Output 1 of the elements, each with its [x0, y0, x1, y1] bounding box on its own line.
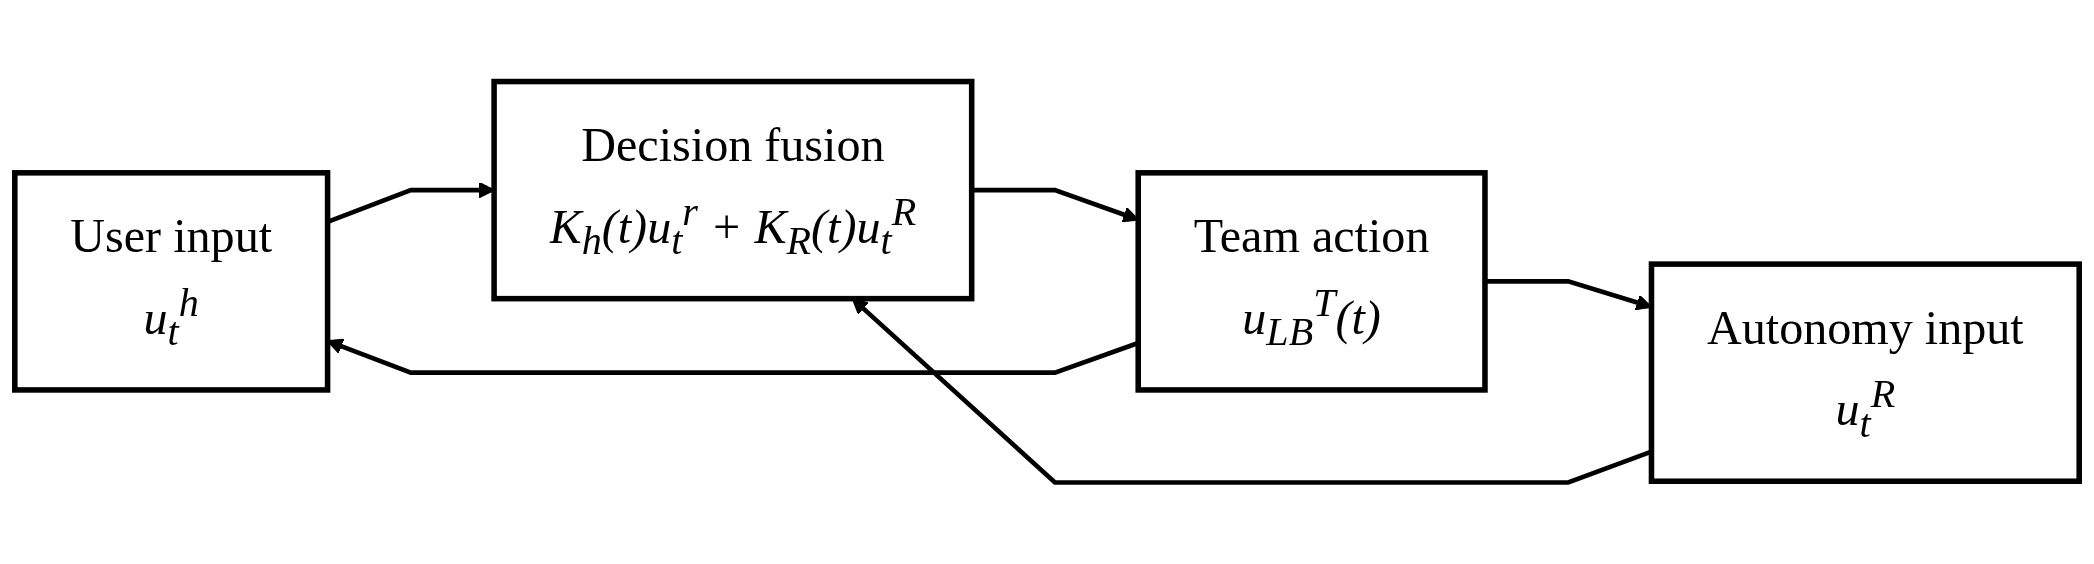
node-box: Team action u$_{LB}$$^{T}$(t) [1135, 170, 1488, 393]
